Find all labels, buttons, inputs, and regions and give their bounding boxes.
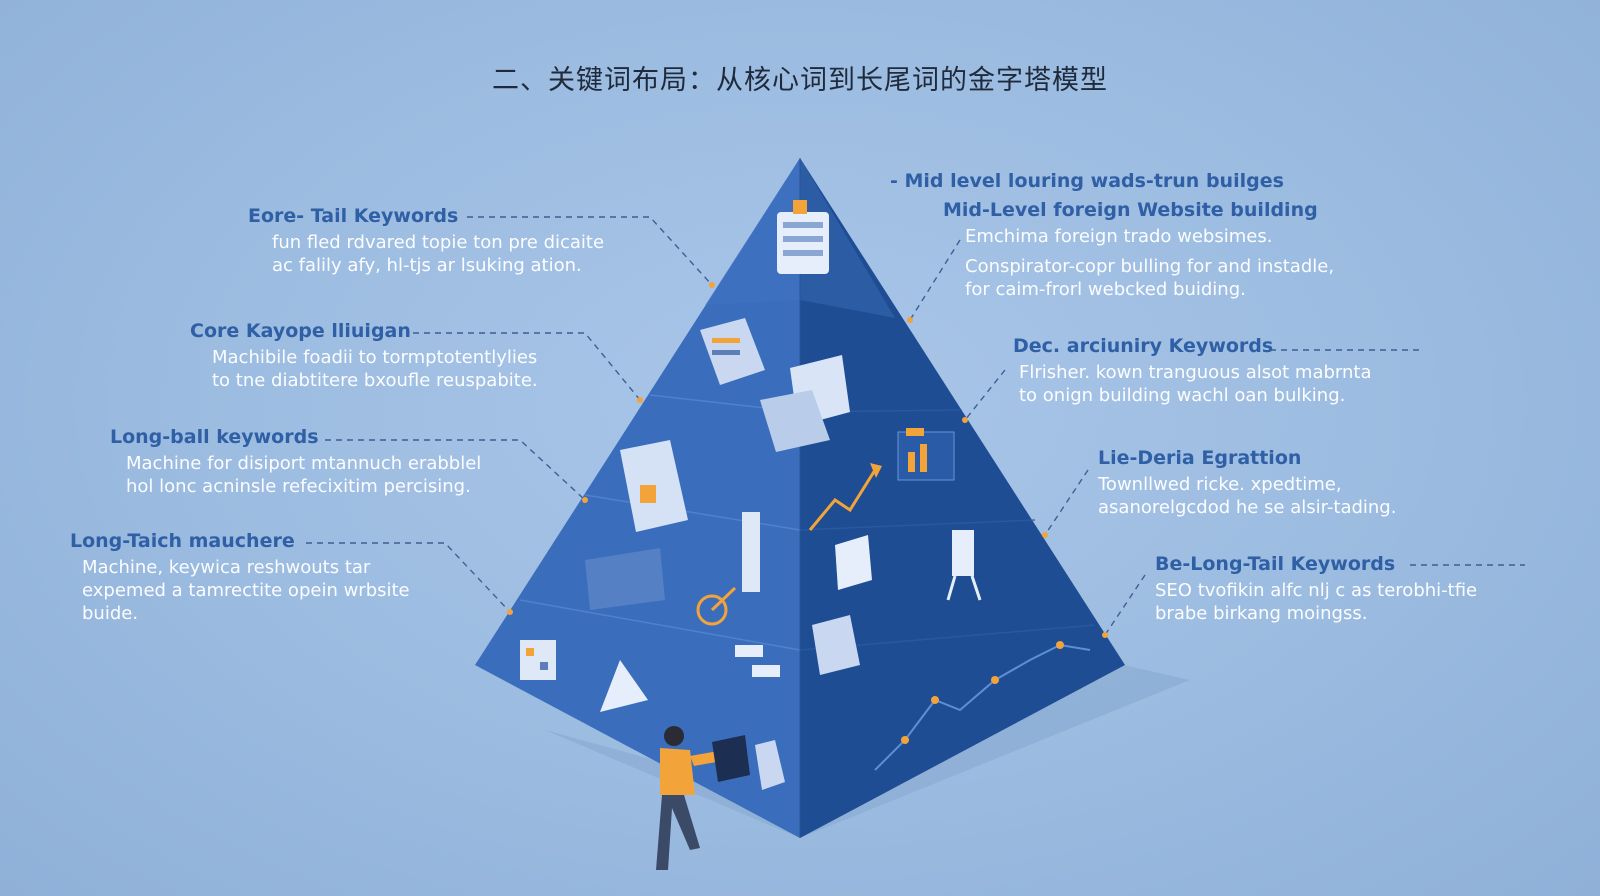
chair-icon [755,740,785,790]
keyword-label-lie-deria: Lie-Deria Egrattion Townllwed ricke. xpe… [1098,447,1396,519]
description-line: expemed a tamrectite opein wrbsite [82,580,410,601]
keyword-label-heading: Mid-Level foreign Website building [943,199,1318,221]
keyword-label-long-ball: Long-ball keywords Machine for disiport … [110,426,481,498]
description-line: to onign building wachl oan bulking. [1019,385,1346,406]
description-line: Townllwed ricke. xpedtime, [1098,474,1342,495]
keyword-label-core-tail: Eore- Tail Keywords fun fled rdvared top… [248,205,604,277]
keyword-label-heading: Be-Long-Tail Keywords [1155,553,1396,575]
keyword-label-long-tail: Long-Taich mauchere Machine, keywica res… [70,530,410,625]
keyword-label-dec-arciuniry: Dec. arciuniry Keywords Flrisher. kown t… [1013,335,1371,407]
description-line: Machine, keywica reshwouts tar [82,557,371,578]
keyword-label-heading: Eore- Tail Keywords [248,205,459,227]
gear-parts-icon [735,615,860,677]
description-line: fun fled rdvared topie ton pre dicaite [272,232,605,253]
description-line: for caim-frorl webcked buiding. [965,279,1246,300]
bicycle-icon [696,586,737,626]
keyword-label-be-long-tail: Be-Long-Tail Keywords SEO tvofikin alfc … [1155,553,1477,625]
growth-arrow-icon [808,463,882,531]
keyword-label-heading: - Mid level louring wads-trun builges [890,170,1284,192]
description-line: brabe birkang moingss. [1155,603,1368,624]
description-line: to tne diabtitere bxoufle reuspabite. [212,370,538,391]
tent-icon [600,660,648,712]
description-line: Emchima foreign trado websimes. [965,226,1273,247]
leader-dots [507,282,1108,638]
tower-icon [742,512,760,592]
server-rack-icon [700,318,765,385]
description-line: Conspirator-copr bulling for and instadl… [965,256,1335,277]
laptop-icon [760,355,850,452]
keyword-label-description: Machine, keywica reshwouts tar expemed a… [82,556,410,625]
keyword-label-description: fun fled rdvared topie ton pre dicaite a… [272,231,604,277]
pyramid-right-face [800,158,1125,838]
keyword-label-description: Machine for disiport mtannuch erabblel h… [126,452,481,498]
keyword-label-heading: Long-ball keywords [110,426,319,448]
description-line: Flrisher. kown tranguous alsot mabrnta [1019,362,1372,383]
keyword-label-description: SEO tvofikin alfc nlj c as terobhi-tfie … [1155,579,1477,625]
keyword-label-core: Core Kayope lliuigan Machibile foadii to… [190,320,538,392]
building-block-icon [520,640,556,680]
database-icon [777,200,829,274]
machine-icon [620,440,688,532]
description-line: Machine for disiport mtannuch erabblel [126,453,482,474]
description-line: asanorelgcdod he se alsir-tading. [1098,497,1397,518]
keyword-label-mid-level-touring: - Mid level louring wads-trun builges [890,170,1284,192]
analytics-chart-icon [897,428,955,481]
description-line: buide. [82,603,139,624]
keyword-label-heading: Dec. arciuniry Keywords [1013,335,1274,357]
description-line: hol lonc acninsle refecixitim percising. [126,476,471,497]
document-stack-icon [835,535,872,590]
description-line: ac falily afy, hl-tjs ar lsuking ation. [272,255,582,276]
description-line: SEO tvofikin alfc nlj c as terobhi-tfie [1155,580,1478,601]
keyword-label-heading: Lie-Deria Egrattion [1098,447,1302,469]
description-line: Machibile foadii to tormptotentlylies [212,347,538,368]
keyword-label-description: Townllwed ricke. xpedtime, asanorelgcdod… [1098,473,1396,519]
keyword-label-heading: Core Kayope lliuigan [190,320,411,342]
keyword-label-description: Machibile foadii to tormptotentlylies to… [212,346,538,392]
map-icon [585,548,665,610]
worker-figure-icon [656,726,750,870]
robot-arm-icon [946,530,982,601]
page-title: 二、关键词布局：从核心词到长尾词的金字塔模型 [492,65,1108,96]
keyword-label-heading: Long-Taich mauchere [70,530,295,552]
trend-line-icon [874,641,1091,771]
keyword-label-mid-level-website: Mid-Level foreign Website building Emchi… [943,199,1334,301]
keyword-label-description: Flrisher. kown tranguous alsot mabrnta t… [1019,361,1371,407]
keyword-label-description: Emchima foreign trado websimes. Conspira… [965,225,1334,301]
leader-lines [306,216,1525,636]
